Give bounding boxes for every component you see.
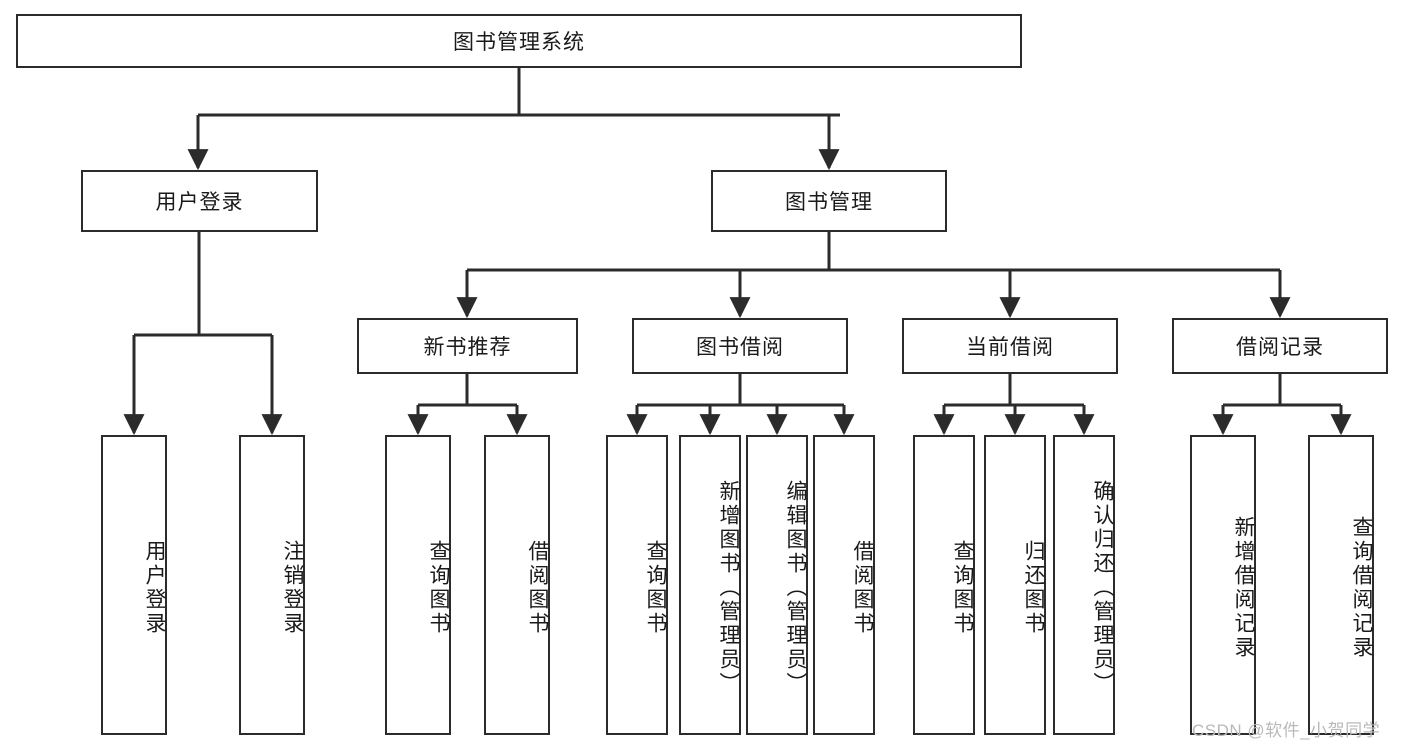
node-book-borrow-label: 图书借阅 xyxy=(696,336,784,359)
node-book-manage-group[interactable]: 图书管理 xyxy=(711,170,947,232)
node-leaf-return-book-label: 归还图书 xyxy=(1022,540,1045,636)
node-leaf-query-book-current[interactable]: 查询图书 xyxy=(913,435,975,735)
node-leaf-user-logout[interactable]: 注销登录 xyxy=(239,435,305,735)
csdn-watermark: CSDN @软件_小贺同学 xyxy=(1192,721,1381,740)
node-leaf-borrow-book-rec-label: 借阅图书 xyxy=(526,540,549,636)
node-leaf-borrow-book-rec[interactable]: 借阅图书 xyxy=(484,435,550,735)
node-user-login-group-label: 用户登录 xyxy=(155,191,244,214)
node-leaf-user-logout-label: 注销登录 xyxy=(281,540,304,636)
node-leaf-edit-book-admin[interactable]: 编辑图书（管理员） xyxy=(746,435,808,735)
node-borrow-record-label: 借阅记录 xyxy=(1236,336,1324,359)
node-leaf-query-book-rec-label: 查询图书 xyxy=(427,540,450,636)
node-root[interactable]: 图书管理系统 xyxy=(16,14,1022,68)
node-leaf-query-book-current-label: 查询图书 xyxy=(951,540,974,636)
node-leaf-query-borrow-record-label: 查询借阅记录 xyxy=(1350,516,1373,660)
node-leaf-user-login[interactable]: 用户登录 xyxy=(101,435,167,735)
node-leaf-return-book[interactable]: 归还图书 xyxy=(984,435,1046,735)
node-book-borrow[interactable]: 图书借阅 xyxy=(632,318,848,374)
node-current-borrow[interactable]: 当前借阅 xyxy=(902,318,1118,374)
node-current-borrow-label: 当前借阅 xyxy=(966,336,1054,359)
node-leaf-query-book-rec[interactable]: 查询图书 xyxy=(385,435,451,735)
node-leaf-borrow-book-label: 借阅图书 xyxy=(851,540,874,636)
node-leaf-add-borrow-record-label: 新增借阅记录 xyxy=(1232,516,1255,660)
node-borrow-record[interactable]: 借阅记录 xyxy=(1172,318,1388,374)
node-user-login-group[interactable]: 用户登录 xyxy=(81,170,318,232)
node-leaf-query-borrow-record[interactable]: 查询借阅记录 xyxy=(1308,435,1374,735)
node-leaf-edit-book-admin-label: 编辑图书（管理员） xyxy=(784,480,807,696)
node-root-label: 图书管理系统 xyxy=(453,31,585,54)
node-leaf-user-login-label: 用户登录 xyxy=(143,540,166,636)
node-leaf-confirm-return-admin[interactable]: 确认归还（管理员） xyxy=(1053,435,1115,735)
node-leaf-add-book-admin[interactable]: 新增图书（管理员） xyxy=(679,435,741,735)
node-book-manage-group-label: 图书管理 xyxy=(785,191,873,214)
node-new-book-recommend[interactable]: 新书推荐 xyxy=(357,318,578,374)
node-leaf-query-book-borrow-label: 查询图书 xyxy=(644,540,667,636)
node-leaf-query-book-borrow[interactable]: 查询图书 xyxy=(606,435,668,735)
node-new-book-recommend-label: 新书推荐 xyxy=(423,336,512,359)
node-leaf-add-book-admin-label: 新增图书（管理员） xyxy=(717,480,740,696)
node-leaf-add-borrow-record[interactable]: 新增借阅记录 xyxy=(1190,435,1256,735)
node-leaf-borrow-book[interactable]: 借阅图书 xyxy=(813,435,875,735)
node-leaf-confirm-return-admin-label: 确认归还（管理员） xyxy=(1091,480,1114,696)
